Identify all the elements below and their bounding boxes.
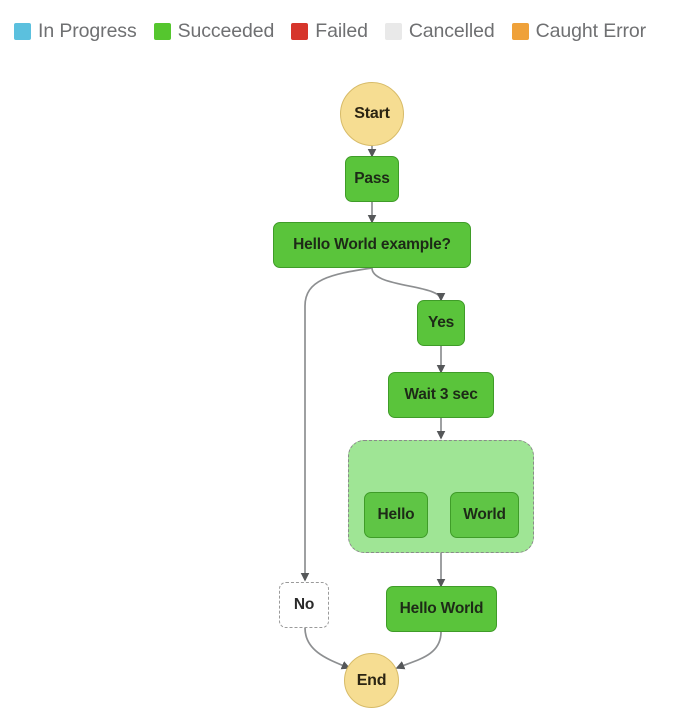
graph-node-wait-label: Wait 3 sec	[404, 386, 478, 403]
execution-graph[interactable]: Start Pass Hello World example? Yes Wait…	[0, 56, 700, 722]
graph-node-wait[interactable]: Wait 3 sec	[388, 372, 494, 418]
edge-no-end	[304, 627, 351, 670]
legend-item-cancelled: Cancelled	[384, 19, 495, 43]
edge-helloworld-end	[395, 631, 442, 670]
graph-node-pass-label: Pass	[354, 170, 390, 187]
graph-node-end[interactable]: End	[344, 653, 399, 708]
graph-node-choice[interactable]: Hello World example?	[273, 222, 471, 268]
graph-node-world-label: World	[463, 506, 506, 523]
legend-label-cancelled: Cancelled	[408, 19, 495, 42]
graph-node-world[interactable]: World	[450, 492, 519, 538]
legend-swatch-caught-error	[511, 22, 529, 40]
status-legend: In Progress Succeeded Failed Cancelled C…	[0, 0, 700, 62]
graph-node-yes[interactable]: Yes	[417, 300, 465, 346]
graph-node-start[interactable]: Start	[340, 82, 404, 146]
graph-node-yes-label: Yes	[427, 314, 455, 331]
graph-node-pass[interactable]: Pass	[345, 156, 399, 202]
graph-node-no[interactable]: No	[279, 582, 329, 628]
legend-swatch-cancelled	[384, 22, 402, 40]
graph-node-choice-label: Hello World example?	[293, 236, 451, 253]
legend-item-caught-error: Caught Error	[511, 19, 647, 43]
legend-label-failed: Failed	[315, 19, 368, 42]
graph-node-helloworld[interactable]: Hello World	[386, 586, 497, 632]
graph-node-helloworld-label: Hello World	[399, 600, 484, 617]
graph-node-no-label: No	[293, 596, 315, 613]
legend-item-in-progress: In Progress	[14, 20, 137, 43]
graph-node-start-label: Start	[354, 105, 390, 122]
legend-item-failed: Failed	[291, 20, 368, 43]
legend-item-succeeded: Succeeded	[153, 19, 275, 43]
graph-node-hello[interactable]: Hello	[364, 492, 428, 538]
graph-node-end-label: End	[356, 671, 387, 689]
edge-choice-yes	[371, 267, 446, 302]
legend-label-in-progress: In Progress	[38, 19, 137, 42]
graph-node-hello-label: Hello	[377, 506, 415, 523]
legend-swatch-failed	[291, 22, 309, 40]
legend-label-succeeded: Succeeded	[177, 19, 275, 42]
legend-swatch-succeeded	[153, 22, 171, 40]
legend-label-caught-error: Caught Error	[535, 19, 647, 42]
legend-swatch-in-progress	[14, 22, 31, 40]
